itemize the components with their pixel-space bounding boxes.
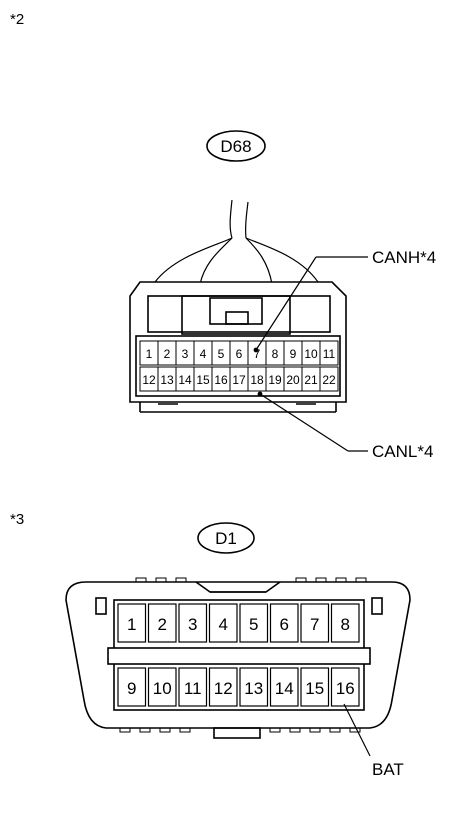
d1-pin-number: 6 [280, 615, 289, 634]
d68-pin-number: 16 [214, 373, 228, 387]
d1-top-rib [135, 577, 147, 583]
d1-pin-cell [117, 667, 147, 707]
d1-pin-cell [178, 667, 208, 707]
upper-note: *2 [10, 11, 24, 28]
d1-top-rib [335, 577, 347, 583]
d1-bottom-rib [159, 727, 171, 733]
lower-note: *3 [10, 511, 24, 528]
d68-pin-number: 11 [323, 347, 336, 361]
d1-pin-cell [269, 667, 299, 707]
d1-pin-number: 9 [127, 679, 136, 698]
d68-pin-number: 13 [160, 373, 174, 387]
d1-pin-number: 11 [184, 679, 202, 698]
d1-connector-body [65, 581, 411, 739]
d1-pin-number: 12 [214, 679, 233, 698]
d1-pin-cell [147, 667, 177, 707]
d1-pin-number: 2 [158, 615, 167, 634]
d1-pin-cell [208, 667, 238, 707]
d68-pin-number: 8 [272, 347, 279, 361]
d1-top-rib [155, 577, 167, 583]
d68-pin-number: 21 [304, 373, 318, 387]
d1-bottom-rib [139, 727, 151, 733]
d68-pin-number: 3 [182, 347, 189, 361]
d68-pin-number: 20 [286, 373, 300, 387]
d1-bottom-rib [309, 727, 321, 733]
d1-pin-cell [239, 603, 269, 643]
d68-pin-number: 5 [218, 347, 225, 361]
d68-label: D68 [220, 137, 251, 156]
d1-pin-number: 15 [305, 679, 324, 698]
d1-pin-cell [147, 603, 177, 643]
d68-pin-number: 19 [268, 373, 282, 387]
wire-harness [154, 199, 319, 285]
d68-pin-cell [319, 366, 339, 392]
d1-label: D1 [215, 529, 237, 548]
canh-label: CANH*4 [372, 248, 436, 267]
d1-pin-number: 3 [188, 615, 197, 634]
d68-pin-number: 7 [254, 347, 261, 361]
d68-pin-number: 1 [146, 347, 153, 361]
d1-pin-cell [300, 603, 330, 643]
d1-shell-ribs [119, 577, 367, 733]
d68-pin-number: 10 [304, 347, 318, 361]
d68-pin-number: 9 [290, 347, 297, 361]
d1-pin-number: 13 [244, 679, 263, 698]
d1-pin-number: 10 [153, 679, 172, 698]
d1-bottom-rib [179, 727, 191, 733]
d1-pin-number: 4 [219, 615, 228, 634]
d68-pin-number: 6 [236, 347, 243, 361]
d1-bottom-rib [119, 727, 131, 733]
d68-leaders [253, 256, 368, 452]
d68-pin-number: 22 [322, 373, 336, 387]
d1-pin-number: 8 [341, 615, 350, 634]
d68-pin-number: 4 [200, 347, 207, 361]
d68-pin-number: 14 [178, 373, 192, 387]
d1-pin-cell [117, 603, 147, 643]
d68-pin-number: 18 [250, 373, 264, 387]
d68-pin-cell [319, 340, 339, 366]
d1-pin-cell [178, 603, 208, 643]
d1-bottom-rib [269, 727, 281, 733]
d1-top-rib [315, 577, 327, 583]
d1-top-rib [355, 577, 367, 583]
d1-pin-number: 16 [336, 679, 355, 698]
d68-badge: D68 [206, 130, 266, 162]
d1-pin-cell [269, 603, 299, 643]
d1-badge: D1 [197, 522, 255, 554]
d68-pin-number: 17 [232, 373, 246, 387]
d1-pin-number: 7 [310, 615, 319, 634]
d1-pin-number: 5 [249, 615, 258, 634]
d1-pin-cell [239, 667, 269, 707]
d68-pin-number: 12 [142, 373, 156, 387]
d1-pin-cell [208, 603, 238, 643]
d1-bottom-rib [289, 727, 301, 733]
d1-bottom-rib [329, 727, 341, 733]
canl-label: CANL*4 [372, 442, 433, 461]
d1-pin-cell [330, 603, 360, 643]
d1-pin-number: 1 [127, 615, 136, 634]
d1-top-rib [175, 577, 187, 583]
d68-pin-number: 2 [164, 347, 171, 361]
bat-label: BAT [372, 760, 404, 779]
d1-bottom-rib [349, 727, 361, 733]
d68-pin-number: 15 [196, 373, 210, 387]
d1-pin-cell [300, 667, 330, 707]
d1-pin-number: 14 [275, 679, 294, 698]
d1-top-rib [295, 577, 307, 583]
bat-leader [343, 703, 371, 757]
d68-connector-body [129, 281, 347, 413]
